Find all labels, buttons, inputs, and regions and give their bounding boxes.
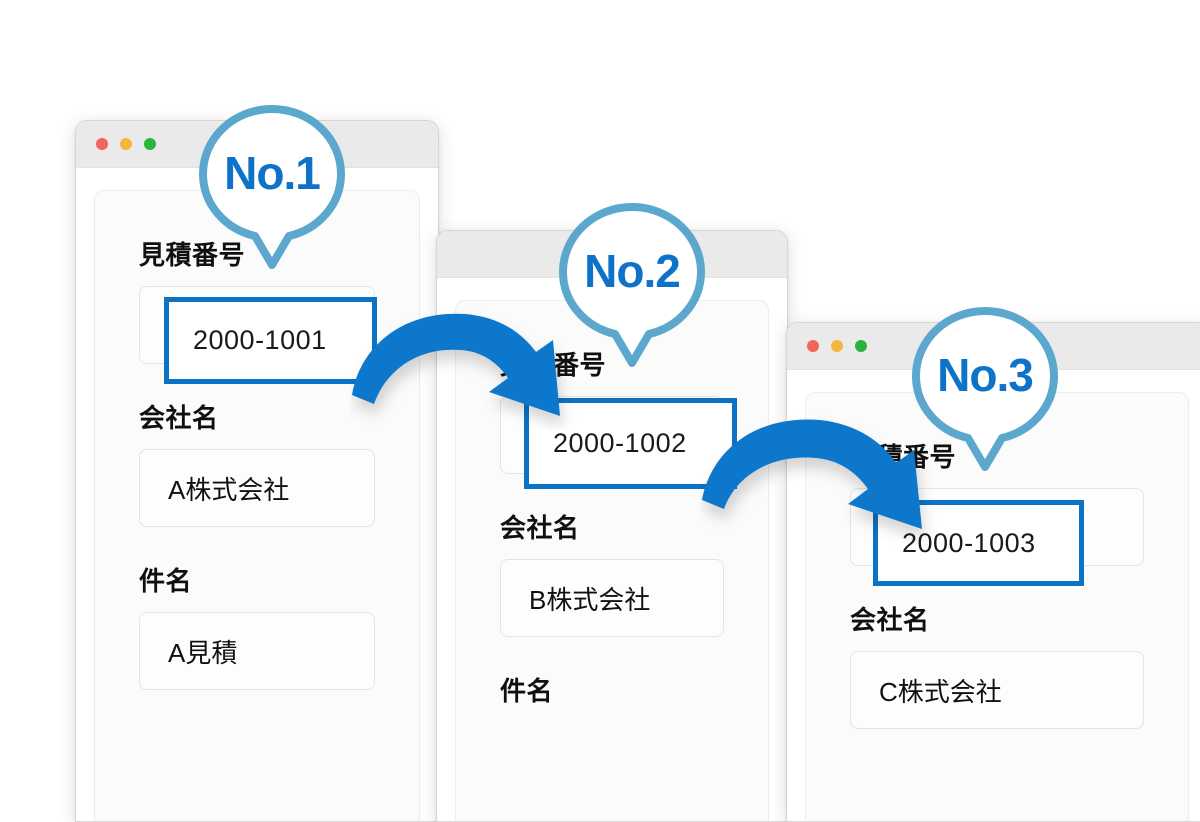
field-label-company-name-2: 会社名 bbox=[500, 513, 580, 543]
browser-window-2[interactable]: 見積番号 2000-1002 会社名 B株式会社 件名 bbox=[436, 230, 788, 822]
field-value-subject-1[interactable]: A見積 bbox=[139, 612, 375, 690]
callout-bubble-3-label: No.3 bbox=[937, 349, 1034, 401]
minimize-dot[interactable] bbox=[120, 138, 132, 150]
field-value-company-name-3[interactable]: C株式会社 bbox=[850, 651, 1144, 729]
field-group-company-name-3: 会社名 C株式会社 bbox=[850, 600, 1144, 729]
close-dot[interactable] bbox=[807, 340, 819, 352]
arrow-2-to-3 bbox=[700, 405, 950, 545]
field-value-company-name-2[interactable]: B株式会社 bbox=[500, 559, 724, 637]
callout-bubble-1-label: No.1 bbox=[224, 147, 321, 199]
field-label-company-name-1: 会社名 bbox=[139, 403, 219, 433]
field-group-subject-1: 件名 A見積 bbox=[139, 561, 375, 690]
field-label-quote-number-1: 見積番号 bbox=[139, 240, 246, 270]
close-dot[interactable] bbox=[96, 138, 108, 150]
field-group-subject-2: 件名 bbox=[500, 671, 724, 708]
field-label-subject-1: 件名 bbox=[139, 566, 193, 596]
callout-bubble-2: No.2 bbox=[557, 201, 707, 369]
callout-bubble-1: No.1 bbox=[197, 103, 347, 271]
arrow-1-to-2 bbox=[350, 300, 620, 430]
callout-bubble-3: No.3 bbox=[910, 305, 1060, 473]
field-label-company-name-3: 会社名 bbox=[850, 605, 930, 635]
field-group-company-name-1: 会社名 A株式会社 bbox=[139, 398, 375, 527]
field-group-company-name-2: 会社名 B株式会社 bbox=[500, 508, 724, 637]
canvas: 見積番号 2000-1001 会社名 A株式会社 件名 A見積 見積番号 bbox=[75, 103, 1200, 822]
window-1-form-card: 見積番号 2000-1001 会社名 A株式会社 件名 A見積 bbox=[94, 190, 420, 821]
minimize-dot[interactable] bbox=[831, 340, 843, 352]
field-label-subject-2: 件名 bbox=[500, 676, 554, 706]
field-value-company-name-1[interactable]: A株式会社 bbox=[139, 449, 375, 527]
highlight-box-quote-number-1[interactable]: 2000-1001 bbox=[164, 297, 377, 384]
callout-bubble-2-label: No.2 bbox=[584, 245, 681, 297]
maximize-dot[interactable] bbox=[144, 138, 156, 150]
maximize-dot[interactable] bbox=[855, 340, 867, 352]
highlight-box-quote-number-3[interactable]: 2000-1003 bbox=[873, 500, 1084, 586]
